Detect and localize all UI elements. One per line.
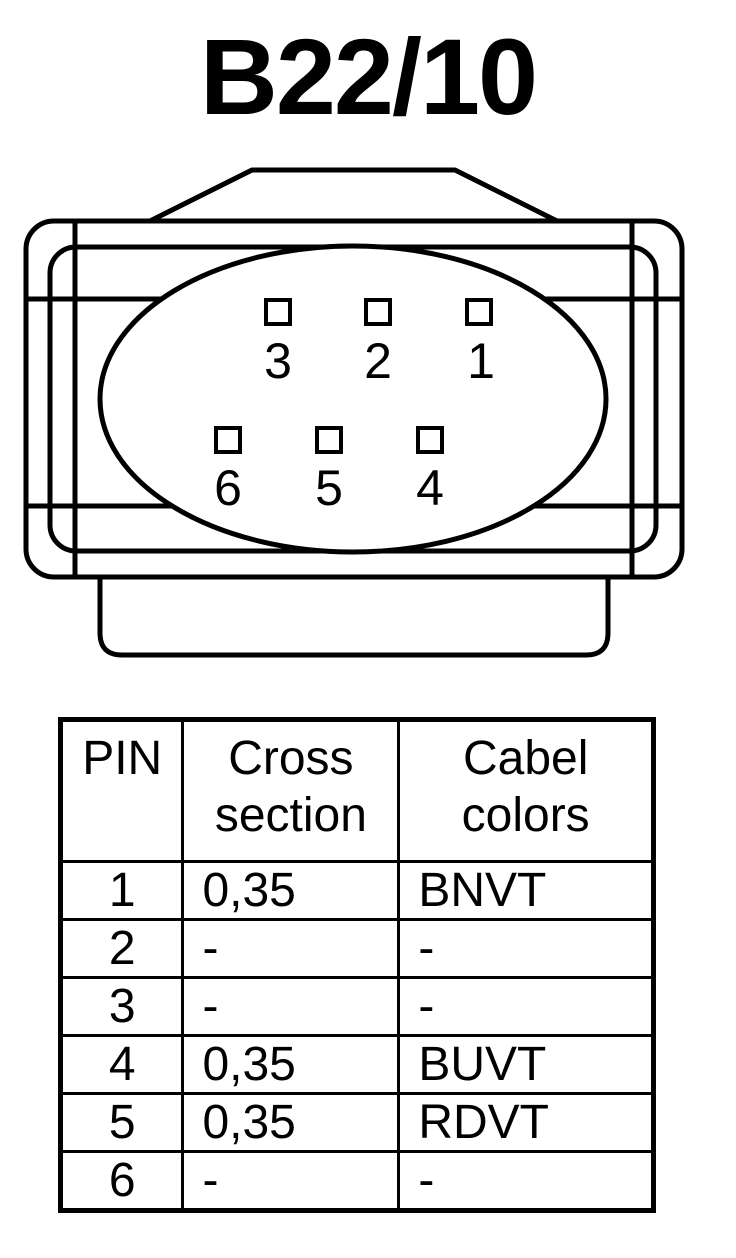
table-row: 3 - -: [58, 976, 655, 1037]
pin-2-contact: [364, 298, 392, 326]
pin-6-contact: [214, 426, 242, 454]
row-pin: 6: [58, 1150, 185, 1212]
row-cross-section: 0,35: [181, 1092, 401, 1153]
row-pin: 3: [58, 976, 185, 1037]
pin-4-contact: [416, 426, 444, 454]
pin-squares: [214, 298, 493, 454]
header-cable-colors: Cabel colors: [397, 718, 655, 863]
row-cross-section: 0,35: [181, 1034, 401, 1095]
connector-outer-housing: [23, 218, 685, 580]
row-cross-section: -: [181, 918, 401, 979]
connector-drawing: 3 2 1 6 5 4: [23, 167, 685, 658]
table-row: 2 - -: [58, 918, 655, 979]
connector-bottom-tab: [97, 577, 611, 658]
row-cable-color: BUVT: [397, 1034, 655, 1095]
table-header-row: PIN Cross section Cabel colors: [58, 718, 655, 863]
pin-3-contact: [264, 298, 292, 326]
row-cross-section: -: [181, 1150, 401, 1212]
table-row: 1 0,35 BNVT: [58, 860, 655, 921]
pin-4-label: 4: [416, 460, 444, 516]
connector-top-latch: [148, 167, 559, 224]
row-cable-color: -: [397, 1150, 655, 1212]
row-cable-color: -: [397, 918, 655, 979]
row-pin: 2: [58, 918, 185, 979]
pin-3-label: 3: [264, 333, 292, 389]
row-cable-color: RDVT: [397, 1092, 655, 1153]
table-row: 4 0,35 BUVT: [58, 1034, 655, 1095]
row-cable-color: -: [397, 976, 655, 1037]
header-cross-line1: Cross: [228, 732, 354, 785]
header-color-line2: colors: [461, 789, 590, 842]
row-cable-color: BNVT: [397, 860, 655, 921]
header-color-line1: Cabel: [462, 732, 589, 785]
table-row: 6 - -: [58, 1150, 655, 1212]
row-cross-section: -: [181, 976, 401, 1037]
row-pin: 4: [58, 1034, 185, 1095]
header-cross-section: Cross section: [181, 718, 401, 863]
header-pin: PIN: [58, 718, 185, 863]
row-pin: 1: [58, 860, 185, 921]
table-row: 5 0,35 RDVT: [58, 1092, 655, 1153]
pin-2-label: 2: [364, 333, 392, 389]
connector-title: B22/10: [199, 16, 538, 137]
pin-1-label: 1: [467, 333, 495, 389]
row-pin: 5: [58, 1092, 185, 1153]
row-cross-section: 0,35: [181, 860, 401, 921]
pin-6-label: 6: [214, 460, 242, 516]
pin-1-contact: [465, 298, 493, 326]
pin-assignment-table: PIN Cross section Cabel colors 1 0,35 BN…: [58, 717, 656, 1213]
pin-5-contact: [315, 426, 343, 454]
pin-5-label: 5: [315, 460, 343, 516]
header-cross-line2: section: [214, 789, 367, 842]
connector-pin-face: [97, 243, 609, 555]
